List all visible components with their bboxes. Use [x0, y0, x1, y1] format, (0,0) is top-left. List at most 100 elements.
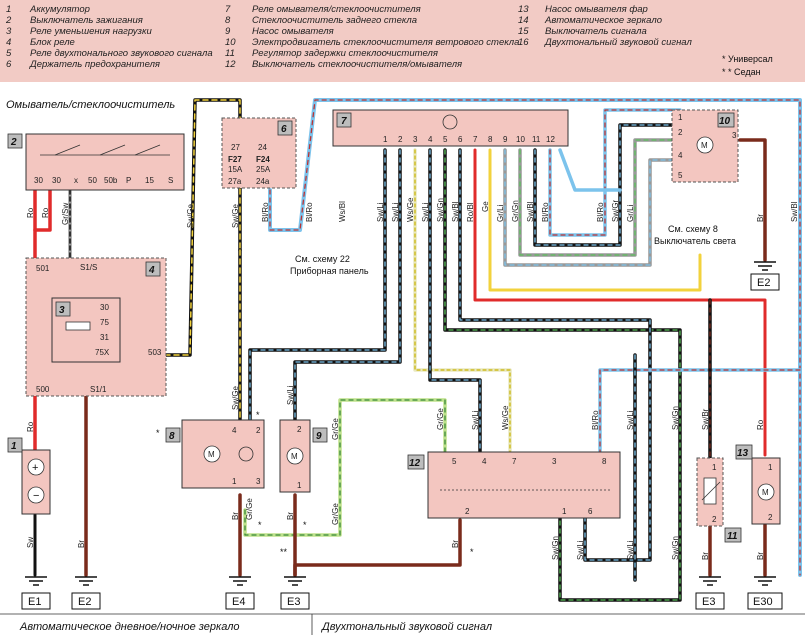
wire-label-wsbl: Ws/Bl — [338, 201, 347, 222]
legend-num-16: 16 — [518, 37, 529, 48]
wire-label-swbl-right: Sw/Bl — [790, 201, 799, 222]
ign-pin-s: S — [168, 176, 173, 185]
relay-block-pin-503: 503 — [148, 348, 162, 357]
fuse-f27-rating: 15A — [228, 165, 243, 174]
svg-text:M: M — [208, 450, 215, 459]
legend-panel — [0, 0, 805, 82]
svg-text:M: M — [291, 452, 298, 461]
ignition-switch-number: 2 — [10, 137, 17, 148]
rear-wiper-pin-3: 3 — [256, 477, 261, 486]
ign-pin-p: P — [126, 176, 131, 185]
wire-label-grgn: Gr/Gn — [511, 200, 520, 222]
wire-label-swge1: Sw/Ge — [186, 203, 195, 228]
load-relay-number: 3 — [59, 305, 65, 316]
legend-num-13: 13 — [518, 4, 529, 15]
wire-label-br7: Br — [756, 552, 765, 560]
relay3-pin-75x: 75X — [95, 348, 110, 357]
star-grge: * — [258, 520, 262, 530]
load-reduction-relay: 3 30 75 31 75X — [51, 297, 121, 363]
wire-label-br2: Br — [77, 540, 86, 548]
ground-e4-label: E4 — [232, 596, 245, 608]
motor10-pin-2: 2 — [678, 128, 683, 137]
wire-label-wsge2: Ws/Ge — [501, 405, 510, 430]
wire-label-swgn3: Sw/Gn — [551, 536, 560, 560]
svg-text:−: − — [33, 490, 39, 502]
ign-pin-x: x — [74, 176, 78, 185]
wire-label-br6: Br — [701, 552, 710, 560]
legend-num-12: 12 — [225, 59, 236, 70]
relay7-pin-12: 12 — [546, 135, 555, 144]
wiper-motor: 10 M 1 2 3 4 5 — [671, 109, 739, 183]
legend-text-14: Автоматическое зеркало — [544, 15, 662, 26]
ground-e3-right-label: E3 — [702, 596, 715, 608]
wire-label-swli5: Sw/Li — [471, 410, 480, 430]
fuse-pin-27: 27 — [231, 143, 240, 152]
wire-label-grge2: Gr/Ge — [331, 503, 340, 525]
legend-text-5: Реле двухтонального звукового сигнала — [30, 48, 213, 59]
reg11-pin-1: 1 — [712, 463, 717, 472]
pump9-pin-2: 2 — [297, 425, 302, 434]
svg-text:M: M — [701, 141, 708, 150]
legend-num-11: 11 — [225, 48, 235, 59]
relay7-pin-1: 1 — [383, 135, 388, 144]
wire-label-br3: Br — [231, 512, 240, 520]
wire-label-swbl2: Sw/Bl — [526, 201, 535, 222]
wire-label-ro3: Ro — [26, 421, 35, 432]
ground-e2-right: E2 — [750, 261, 780, 291]
relay-block-pin-s11: S1/1 — [90, 385, 107, 394]
legend-text-7: Реле омывателя/стеклоочистителя — [252, 4, 421, 15]
wire-label-swgn2: Sw/Gn — [671, 406, 680, 430]
legend-num-15: 15 — [518, 26, 529, 37]
section-title: Омыватель/стеклоочиститель — [6, 99, 175, 111]
legend-num-1: 1 — [6, 4, 11, 15]
wire-label-swge2: Sw/Ge — [231, 203, 240, 228]
wire-label-grge3: Gr/Ge — [245, 498, 254, 520]
legend-text-11: Регулятор задержки стеклоочистителя — [252, 48, 438, 59]
ground-e30-label: E30 — [753, 596, 773, 608]
ground-e30: E30 — [747, 576, 783, 610]
delay-regulator-number: 11 — [727, 531, 738, 542]
legend-num-4: 4 — [6, 37, 11, 48]
ground-e4: E4 — [225, 576, 255, 610]
ignition-switch: 2 30 30 x 50 50b P 15 S — [7, 133, 185, 191]
legend-text-1: Аккумулятор — [29, 4, 90, 15]
relay7-pin-11: 11 — [532, 135, 541, 144]
relay7-pin-4: 4 — [428, 135, 433, 144]
wires — [33, 98, 802, 602]
relay-block-pin-s1s: S1/S — [80, 263, 97, 272]
legend-num-14: 14 — [518, 15, 529, 26]
wire-label-sw1: Sw — [26, 537, 35, 548]
wire-label-blro-12: Bl/Ro — [591, 410, 600, 430]
relay3-pin-31: 31 — [100, 333, 109, 342]
relay7-pin-7: 7 — [473, 135, 478, 144]
switch12-pin-8: 8 — [602, 457, 607, 466]
relay3-pin-30: 30 — [100, 303, 109, 312]
wire-label-swbr: Sw/Br — [701, 408, 710, 430]
legend-num-3: 3 — [6, 26, 12, 37]
switch12-pin-6: 6 — [588, 507, 593, 516]
pump13-pin-2: 2 — [768, 513, 773, 522]
wire-label-blro4: Bl/Ro — [596, 202, 605, 222]
ign-pin-15: 15 — [145, 176, 154, 185]
wiper-relay-number: 7 — [341, 116, 347, 127]
legend-text-16: Двухтональный звуковой сигнал — [544, 37, 692, 48]
switch12-pin-5: 5 — [452, 457, 457, 466]
ground-e3-right: E3 — [695, 576, 725, 610]
switch12-pin-4: 4 — [482, 457, 487, 466]
washer-pump-number: 9 — [316, 431, 322, 442]
pump13-pin-1: 1 — [768, 463, 773, 472]
wire-label-swli4: Sw/Li — [286, 385, 295, 405]
legend-text-12: Выключатель стеклоочистителя/омывателя — [252, 59, 462, 70]
wire-label-blro2: Bl/Ro — [305, 202, 314, 222]
wiper-switch-number: 12 — [409, 458, 421, 469]
wire-label-blro3: Bl/Ro — [541, 202, 550, 222]
ign-pin-30a: 30 — [34, 176, 43, 185]
wire-label-grge1: Gr/Ge — [331, 418, 340, 440]
wire-label-swli-low: Sw/Li — [626, 540, 635, 560]
wiper-motor-number: 10 — [719, 116, 731, 127]
ground-e2-left-label: E2 — [78, 596, 91, 608]
motor10-pin-1: 1 — [678, 113, 683, 122]
grounds: E1 E2 E4 E3 E3 — [21, 261, 783, 610]
wire-label-swgn-low: Sw/Gn — [671, 536, 680, 560]
